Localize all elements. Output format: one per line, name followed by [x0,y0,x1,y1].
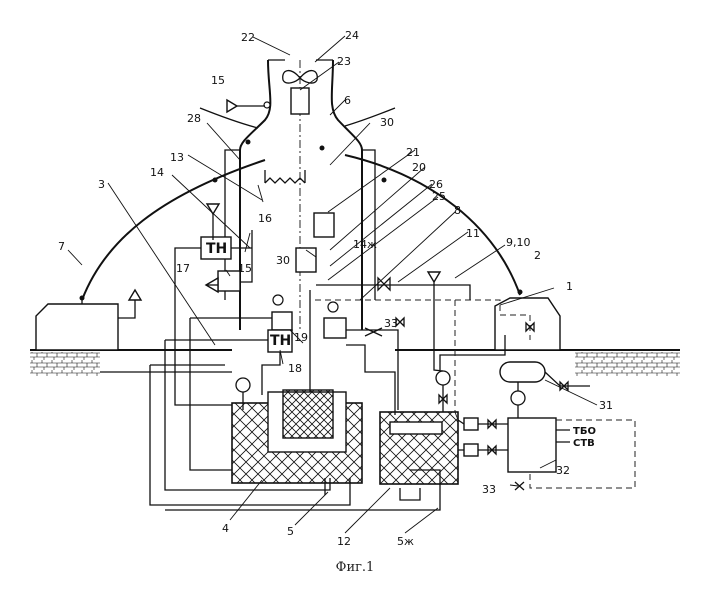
label-21: 21 [406,146,420,159]
pump-right [435,370,451,386]
label-13: 13 [170,151,184,164]
label-24: 24 [345,29,359,42]
label-25: 25 [432,190,446,203]
label-17: 17 [176,262,190,275]
label-15: 15 [211,74,225,87]
label-15b: 15 [238,262,252,275]
label-30b: 30 [276,254,290,267]
dome [79,154,523,301]
heat-pump-lower-label: ТН [270,333,291,349]
label-tbo: ТБО [573,426,596,437]
label-8: 8 [454,204,461,217]
label-6: 6 [344,94,351,107]
label-9-10: 9,10 [506,236,531,249]
label-28: 28 [187,112,201,125]
label-32: 32 [556,464,570,477]
label-7: 7 [58,240,65,253]
label-4: 4 [222,522,229,535]
label-stv: СТВ [573,438,595,449]
label-31: 31 [599,399,613,412]
label-26: 26 [429,178,443,191]
label-33b: 33 [482,483,496,496]
pump-left [235,377,251,393]
label-12: 12 [337,535,351,548]
label-33a: 33 [384,317,398,330]
bioreactor-main [231,389,363,484]
piping [100,214,636,511]
label-20: 20 [412,161,426,174]
label-1: 1 [566,280,573,293]
label-14s: 14ж [353,238,377,251]
label-11: 11 [466,227,480,240]
label-22: 22 [241,31,255,44]
ground [30,349,680,376]
leader-lines [67,35,598,534]
label-16: 16 [258,212,272,225]
label-23: 23 [337,55,351,68]
control-units [200,98,557,473]
label-5: 5 [287,525,294,538]
label-5s: 5ж [397,535,414,548]
block-32 [507,417,557,473]
tower [199,59,396,330]
bioreactor-secondary [379,411,459,485]
label-3: 3 [98,178,105,191]
labels: 22 24 23 15 6 28 30 21 13 20 14 3 26 25 … [58,29,613,548]
label-19: 19 [294,331,308,344]
label-14: 14 [150,166,164,179]
label-2: 2 [534,249,541,262]
label-18: 18 [288,362,302,375]
heat-pump-upper-label: ТН [206,241,227,257]
label-30: 30 [380,116,394,129]
figure-caption: Фиг.1 [335,560,375,575]
left-building [35,288,143,351]
